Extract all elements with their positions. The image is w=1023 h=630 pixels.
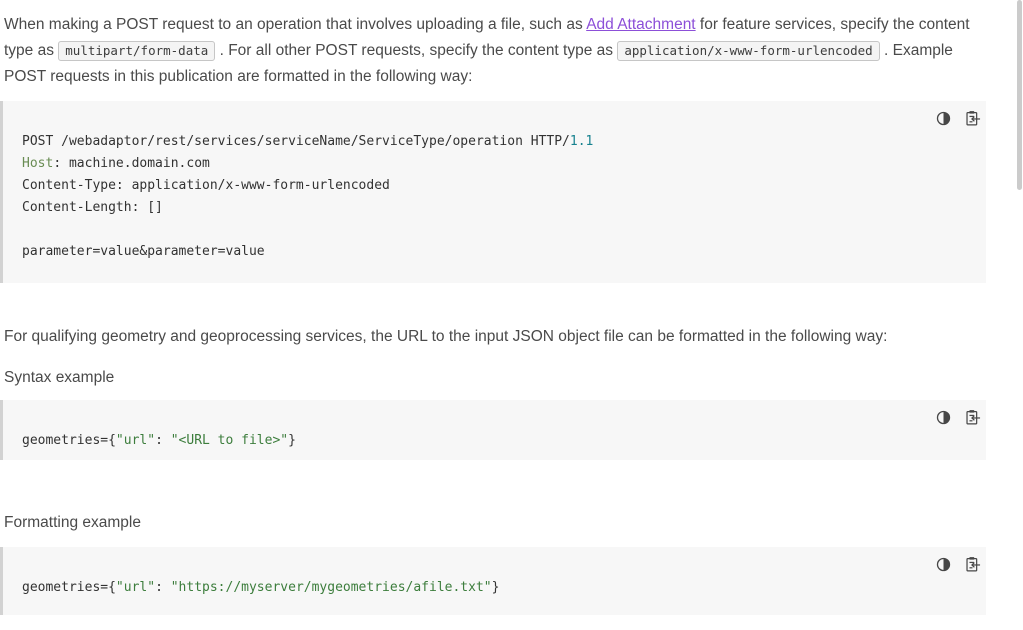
inline-code-urlencoded: application/x-www-form-urlencoded bbox=[617, 41, 880, 61]
code-toolbar bbox=[936, 556, 981, 573]
intro-text-3: . For all other POST requests, specify t… bbox=[215, 42, 618, 59]
intro-text-1: When making a POST request to an operati… bbox=[4, 16, 587, 33]
code-block-post-request: POST /webadaptor/rest/services/serviceNa… bbox=[0, 101, 986, 283]
copy-to-clipboard-icon[interactable] bbox=[964, 409, 981, 426]
intro-text-2: for feature services, specify the conten… bbox=[4, 16, 970, 59]
code-toolbar bbox=[936, 110, 981, 127]
contrast-toggle-icon[interactable] bbox=[936, 410, 951, 425]
doc-content: When making a POST request to an operati… bbox=[0, 0, 986, 615]
syntax-example-label: Syntax example bbox=[4, 369, 115, 386]
code-content: geometries={"url": "https://myserver/myg… bbox=[22, 580, 500, 595]
formatting-example-label: Formatting example bbox=[4, 514, 141, 531]
code-block-formatting-example: geometries={"url": "https://myserver/myg… bbox=[0, 547, 986, 615]
scrollbar-thumb[interactable] bbox=[1017, 0, 1022, 190]
inline-code-multipart-form-data: multipart/form-data bbox=[58, 41, 216, 61]
copy-to-clipboard-icon[interactable] bbox=[964, 556, 981, 573]
add-attachment-link[interactable]: Add Attachment bbox=[586, 16, 696, 33]
copy-to-clipboard-icon[interactable] bbox=[964, 110, 981, 127]
intro-paragraph: When making a POST request to an operati… bbox=[4, 0, 986, 90]
code-content: geometries={"url": "<URL to file>"} bbox=[22, 433, 296, 448]
intro-text-4: . Example POST requests in this publicat… bbox=[4, 42, 953, 85]
contrast-toggle-icon[interactable] bbox=[936, 557, 951, 572]
geometry-paragraph: For qualifying geometry and geoprocessin… bbox=[4, 328, 888, 345]
contrast-toggle-icon[interactable] bbox=[936, 111, 951, 126]
code-content: POST /webadaptor/rest/services/serviceNa… bbox=[22, 134, 594, 259]
code-block-syntax-example: geometries={"url": "<URL to file>"} bbox=[0, 400, 986, 460]
code-toolbar bbox=[936, 409, 981, 426]
